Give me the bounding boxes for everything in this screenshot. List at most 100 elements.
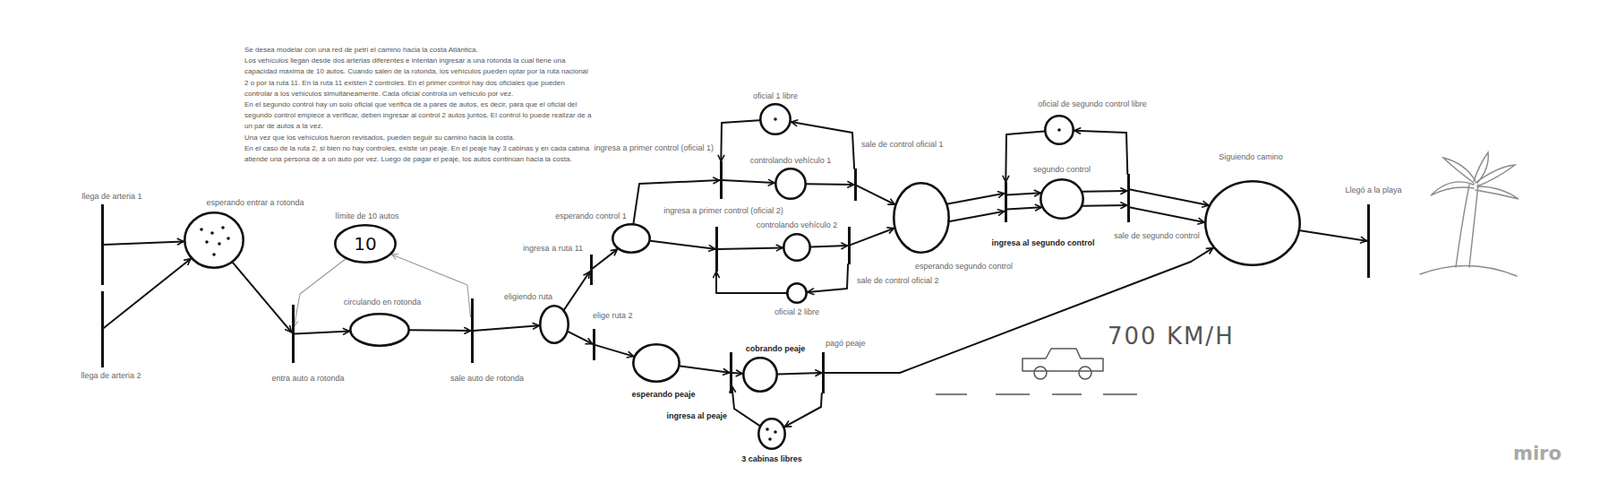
transition-bar: llega de arteria 2: [101, 290, 104, 368]
token-dot: [1057, 128, 1061, 132]
token-dot: [226, 236, 231, 240]
node-label: ingresa a primer control (oficial 1): [593, 143, 714, 154]
road-dash: [1103, 393, 1138, 395]
arc-connector: [103, 258, 192, 329]
token-dot: [212, 252, 216, 257]
place-ellipse: [334, 224, 395, 262]
arc-connector: [1129, 206, 1206, 223]
place-ellipse: [760, 103, 790, 134]
place-outline: [539, 304, 570, 344]
transition-bar: ingresa al peaje: [729, 351, 733, 394]
token-dot: [205, 239, 209, 244]
node-label: sale auto de rotonda: [450, 373, 524, 384]
arc-connector: [473, 325, 540, 331]
watermark: miro: [1513, 442, 1562, 464]
place-ellipse: [1205, 180, 1300, 265]
arc-connector: [1007, 192, 1042, 195]
place-ellipse: [1040, 179, 1083, 218]
place-ellipse: [758, 418, 785, 448]
note-paragraph: Una vez que los vehículos fueron revisad…: [244, 132, 592, 144]
road-dash: [1052, 393, 1082, 395]
place-circle: esperando segundo control: [892, 181, 950, 254]
place-circle: controlando vehículo 2: [782, 232, 812, 262]
node-label: 3 cabinas libres: [741, 453, 803, 464]
arc-connector: [948, 193, 1005, 205]
transition-bar: entra auto a rotonda: [291, 304, 295, 363]
connectors: [103, 119, 1368, 427]
trunk: [1455, 184, 1470, 267]
node-label: circulando en rotonda: [343, 297, 422, 308]
arc-connector: [294, 331, 351, 334]
arc-connector: [824, 248, 1214, 373]
token-dot: [768, 436, 772, 441]
arc-connector: [633, 179, 720, 223]
arc-connector: [732, 371, 744, 375]
transition-bar: sale auto de rotonda: [470, 298, 474, 363]
road-dashes: [935, 393, 1138, 395]
arc-connector: [732, 385, 761, 426]
arc-connector: [1082, 189, 1127, 193]
place-outline: [892, 181, 950, 254]
transition-bar: ingresa a primer control (oficial 2): [715, 226, 719, 272]
node-label: controlando vehículo 2: [756, 220, 839, 231]
arc-connector: [294, 258, 346, 326]
token-dot: [773, 429, 778, 434]
place-outline: [611, 222, 651, 254]
place-outline: [742, 356, 779, 393]
leaf: [1430, 181, 1474, 196]
place-outline: [349, 312, 411, 347]
arc-connector: [718, 247, 784, 249]
arc-connector: [716, 271, 787, 293]
token-dot: [199, 227, 204, 232]
node-label: oficial 1 libre: [752, 91, 798, 102]
node-label: límite de 10 autos: [334, 211, 399, 222]
place-circle: oficial 1 libre: [759, 102, 792, 136]
token-dot: [217, 241, 222, 246]
arc-connector: [595, 344, 634, 357]
capacity-number: 10: [353, 233, 377, 254]
car-body: [1022, 348, 1104, 371]
arc-connector: [680, 366, 730, 373]
place-outline: [1039, 178, 1085, 220]
note-paragraph: En el segundo control hay un solo oficia…: [244, 99, 592, 133]
place-ellipse: [743, 357, 777, 391]
arc-connector: [778, 372, 822, 374]
car-sketch: [1022, 348, 1104, 379]
node-label: esperando entrar a rotonda: [205, 197, 304, 208]
transition-bar: ingresa a primer control (oficial 1): [719, 161, 723, 199]
node-label: esperando control 1: [555, 211, 627, 222]
node-label: llega de arteria 2: [80, 370, 141, 381]
node-label: entra auto a rotonda: [271, 373, 344, 384]
arc-connector: [811, 245, 848, 247]
place-outline: [786, 282, 808, 304]
node-label: sale de segundo control: [1113, 231, 1200, 241]
place-circle: límite de 10 autos10: [333, 223, 397, 264]
transition-bar: sale de control oficial 1: [854, 168, 857, 201]
arc-connector: [856, 185, 896, 205]
place-outline: [1043, 114, 1075, 146]
node-label: esperando segundo control: [915, 261, 1013, 272]
place-ellipse: [1044, 115, 1073, 144]
token-dot: [765, 427, 770, 431]
place-circle: cobrando peaje: [742, 356, 779, 393]
note-paragraph: Los vehículos llegan desde dos arterias …: [244, 55, 592, 100]
place-ellipse: [350, 313, 409, 345]
handwritten-note: 700 KM/H: [1107, 322, 1235, 350]
arc-connector: [232, 262, 291, 333]
place-circle: esperando entrar a rotonda: [183, 211, 245, 269]
place-ellipse: [539, 305, 568, 343]
transition-bar: Llegó a la playa: [1367, 204, 1370, 278]
place-circle: segundo control: [1039, 178, 1085, 220]
place-outline: [1204, 179, 1301, 266]
arc-connector: [1129, 188, 1209, 206]
transition-bar: sale de control oficial 2: [847, 226, 851, 265]
island: [1420, 265, 1517, 276]
node-label: Siguiendo camino: [1218, 152, 1284, 163]
place-outline: [632, 342, 681, 383]
node-label: sale de control oficial 2: [856, 275, 940, 286]
car-wheel: [1034, 366, 1047, 379]
node-label: sale de control oficial 1: [861, 139, 944, 150]
arc-connector: [410, 328, 471, 332]
place-circle: Siguiendo camino: [1204, 179, 1301, 266]
